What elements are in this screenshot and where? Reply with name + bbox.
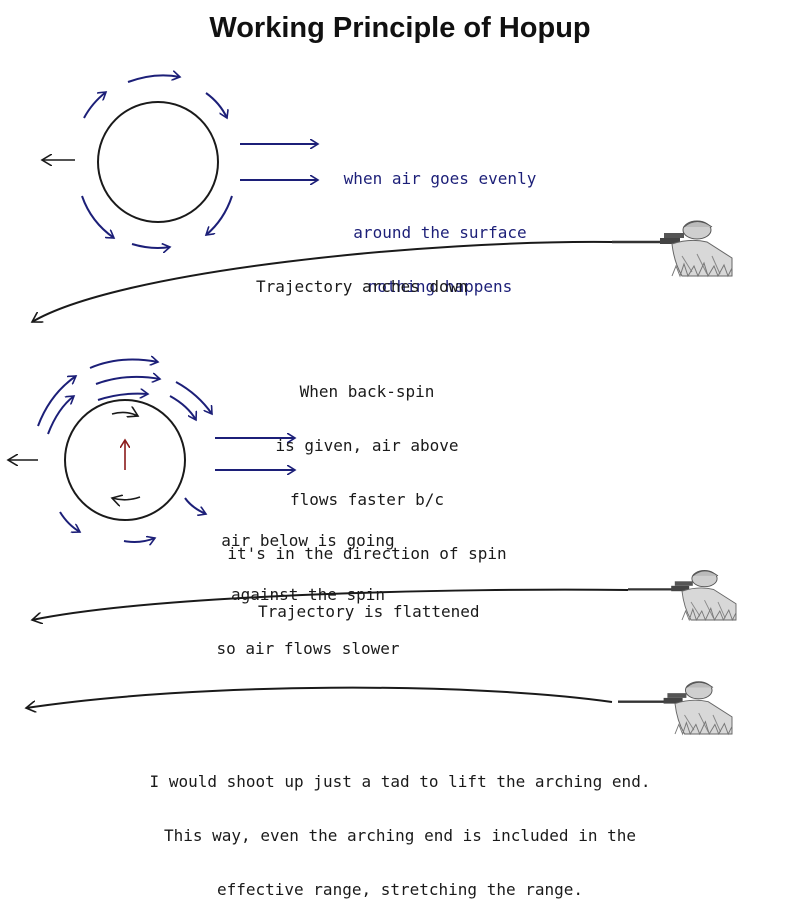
page-title: Working Principle of Hopup (209, 12, 591, 44)
shoot-up-note: I would shoot up just a tad to lift the … (100, 737, 700, 917)
trajectory-arches-label: Trajectory arches down (256, 277, 468, 296)
section1-trajectory (32, 219, 734, 322)
flattened-trajectory-line (32, 588, 629, 620)
prone-shooter-icon (610, 219, 734, 278)
trajectory-flattened-label: Trajectory is flattened (258, 602, 480, 621)
hopup-diagram (0, 0, 738, 736)
note-line: it's in the direction of spin (227, 544, 507, 563)
backspin-note: When back-spin is given, air above flows… (222, 347, 512, 581)
backspin-airflow-arrows (37, 360, 295, 542)
note-line: When back-spin (299, 382, 435, 401)
even-airflow-note: when air goes evenly around the surface … (330, 134, 550, 314)
prone-shooter-icon (626, 569, 738, 622)
note-line: around the surface (353, 223, 527, 242)
arching-trajectory-line (32, 240, 613, 322)
note-line: when air goes evenly (343, 169, 537, 188)
note-line: nothing happens (367, 277, 513, 296)
note-line: against the spin (230, 585, 386, 604)
section1-airflow-figure (42, 75, 318, 248)
bb-ball-icon (97, 101, 219, 223)
note-line: effective range, stretching the range. (216, 880, 584, 899)
air-below-note: air below is going against the spin so a… (208, 496, 408, 676)
note-line: This way, even the arching end is includ… (163, 826, 636, 845)
section2-trajectory (32, 569, 738, 622)
note-line: flows faster b/c (289, 490, 445, 509)
note-line: is given, air above (275, 436, 459, 455)
prone-shooter-icon (616, 680, 734, 736)
bb-ball-icon (64, 399, 186, 521)
note-line: I would shoot up just a tad to lift the … (149, 772, 651, 791)
even-airflow-arrows (81, 75, 318, 248)
spin-direction-arrows (112, 412, 141, 499)
section2-backspin-figure (8, 360, 295, 542)
note-line: air below is going (221, 531, 395, 550)
lifted-trajectory-line (26, 686, 613, 708)
note-line: so air flows slower (216, 639, 400, 658)
section3-trajectory (26, 680, 734, 736)
